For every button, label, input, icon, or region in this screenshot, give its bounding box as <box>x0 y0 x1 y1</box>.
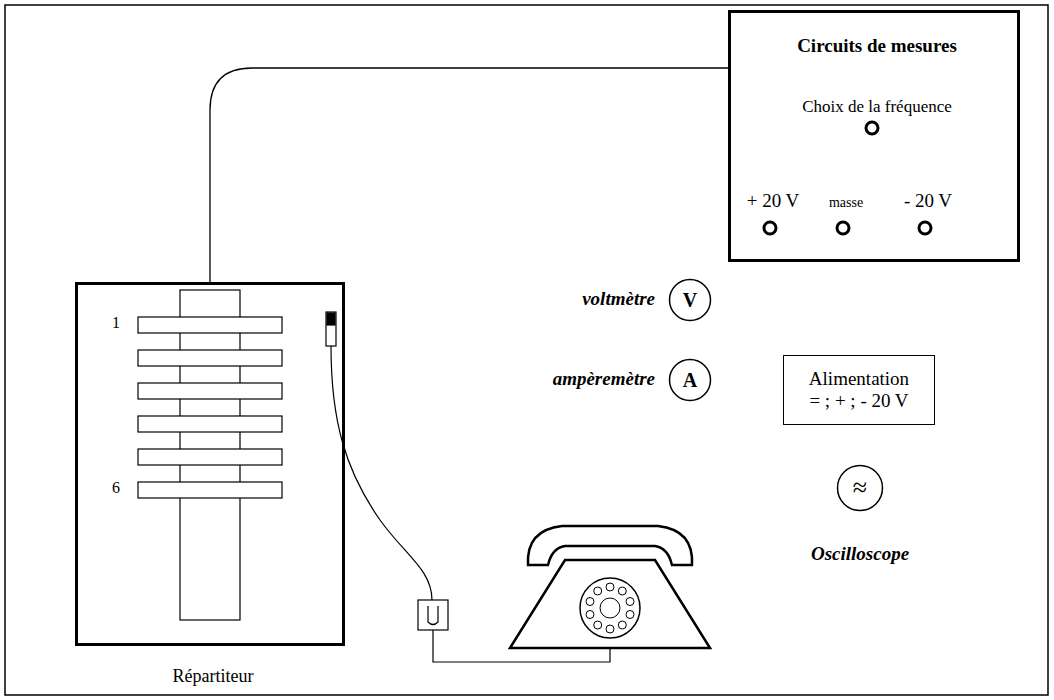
connector-wire <box>210 68 728 282</box>
terminal-label: masse <box>829 195 863 211</box>
page-border <box>5 5 1048 695</box>
instrument-label: voltmètre <box>520 288 655 310</box>
terminals <box>764 122 931 234</box>
distribution-frame <box>138 290 336 620</box>
meter-letter: A <box>683 369 697 392</box>
frame-caption: Répartiteur <box>173 666 254 687</box>
instrument-label: Oscilloscope <box>790 543 930 565</box>
wave-symbol: ≈ <box>853 473 867 503</box>
telephone <box>510 526 710 648</box>
voltmeter-symbol: V <box>668 278 712 322</box>
callout-number: 1 <box>112 314 120 332</box>
instrument-label: ampèremètre <box>520 368 655 390</box>
callout-number: 6 <box>112 479 120 497</box>
ammeter-symbol: A <box>668 358 712 402</box>
power-supply-box: Alimentation = ; + ; - 20 V <box>783 355 935 425</box>
box-title: Circuits de mesures <box>797 35 957 57</box>
meter-letter: V <box>683 289 697 312</box>
terminal-label: - 20 V <box>904 190 952 212</box>
oscilloscope-symbol: ≈ <box>836 464 884 512</box>
measuring-circuits-box: Circuits de mesuresChoix de la fréquence… <box>728 10 1020 262</box>
distribution-frame-box: Répartiteur <box>75 282 345 646</box>
wall-socket <box>418 600 448 630</box>
terminal-label: + 20 V <box>747 190 800 212</box>
frequency-label: Choix de la fréquence <box>802 97 952 117</box>
supply-label: Alimentation = ; + ; - 20 V <box>805 368 913 412</box>
